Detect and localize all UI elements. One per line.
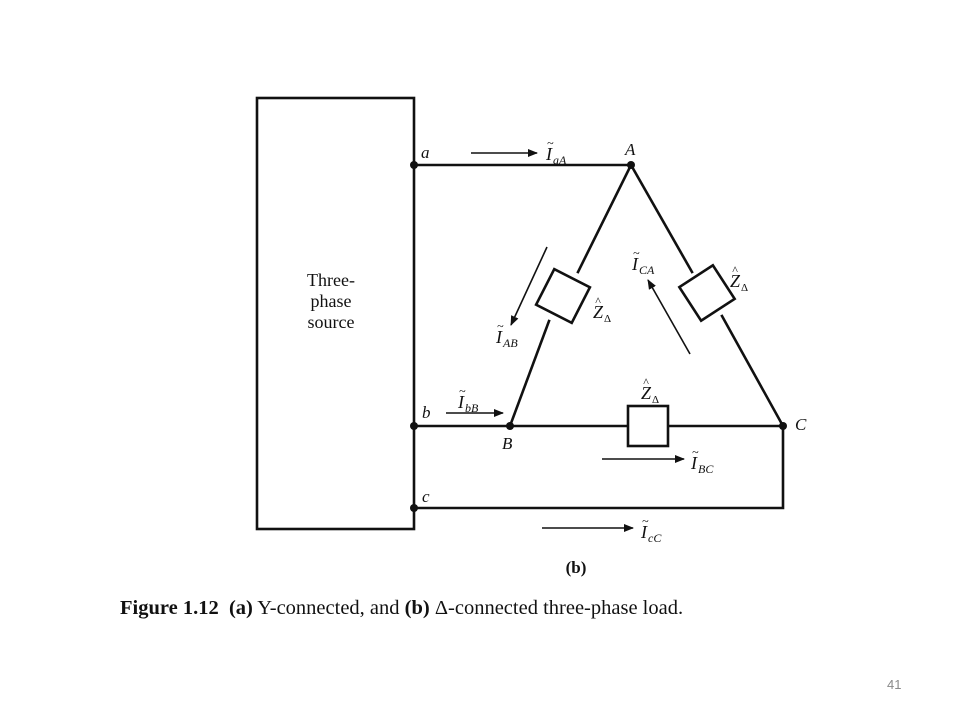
current-label-I-bB: ~IbB [457, 384, 479, 415]
node-label-C: C [795, 415, 807, 434]
branch-AB-wire-lower [508, 319, 551, 428]
impedance-symbol: Z [641, 383, 652, 403]
terminal-dot-a [410, 161, 418, 169]
caption-part-a-text: Y-connected, and [252, 597, 405, 619]
figure-caption: Figure 1.12 (a) Y-connected, and (b) Δ-c… [120, 597, 683, 620]
impedance-box-BC [626, 404, 670, 448]
node-dot-C [779, 422, 787, 430]
tilde-mark: ~ [547, 136, 554, 150]
branch-CA-wire-lower [720, 314, 785, 428]
current-symbol: I [690, 453, 698, 473]
source-label-line-1: Three- [307, 270, 355, 290]
node-dot-B [506, 422, 514, 430]
current-label-I-AB: ~IAB [495, 319, 518, 350]
node-label-A: A [624, 140, 636, 159]
tilde-mark: ~ [497, 319, 504, 333]
current-subscript: BC [698, 462, 714, 476]
current-label-I-CA: ~ICA [631, 246, 655, 277]
arrow-I-CA [647, 279, 691, 355]
current-symbol: I [457, 392, 465, 412]
impedance-box-AB [534, 267, 592, 325]
current-symbol: I [640, 522, 648, 542]
impedance-subscript: Δ [652, 394, 659, 406]
branch-AB-wire-upper [576, 163, 633, 274]
terminal-dot-c [410, 504, 418, 512]
wire-cC [412, 424, 785, 510]
impedance-subscript: Δ [741, 282, 748, 294]
impedance-label-CA: ^ZΔ [730, 263, 748, 294]
source-label-line-2: phase [311, 291, 352, 311]
current-subscript: AB [502, 336, 518, 350]
three-phase-source-block [255, 96, 416, 531]
caption-figure-number: Figure 1.12 [120, 597, 219, 619]
current-symbol: I [495, 327, 503, 347]
caption-part-b-tag: (b) [404, 597, 430, 619]
hat-mark: ^ [732, 263, 738, 277]
impedance-label-AB: ^ZΔ [593, 294, 611, 325]
caption-part-a-tag: (a) [228, 597, 253, 619]
current-subscript: cC [648, 531, 662, 545]
impedance-subscript: Δ [604, 313, 611, 325]
terminal-label-c: c [422, 487, 430, 506]
current-label-I-BC: ~IBC [690, 445, 714, 476]
tilde-mark: ~ [459, 384, 466, 398]
current-label-I-cC: ~IcC [640, 514, 662, 545]
impedance-symbol: Z [593, 302, 604, 322]
subfigure-label: (b) [566, 558, 587, 577]
current-symbol: I [545, 144, 553, 164]
terminal-dot-b [410, 422, 418, 430]
impedance-box-CA [677, 263, 737, 323]
impedance-symbol: Z [730, 271, 741, 291]
current-subscript: aA [553, 153, 567, 167]
terminal-label-b: b [422, 403, 431, 422]
hat-mark: ^ [595, 294, 601, 308]
caption-part-b-text: Δ-connected three-phase load. [429, 597, 684, 619]
arrow-I-AB [510, 246, 548, 326]
hat-mark: ^ [643, 375, 649, 389]
slide-page-number: 41 [887, 677, 902, 692]
current-label-I-aA: ~IaA [545, 136, 567, 167]
tilde-mark: ~ [642, 514, 649, 528]
current-subscript: CA [639, 263, 655, 277]
current-symbol: I [631, 254, 639, 274]
tilde-mark: ~ [692, 445, 699, 459]
branch-CA-wire-upper [629, 163, 694, 274]
source-label-line-3: source [308, 312, 355, 332]
terminal-label-a: a [421, 143, 430, 162]
node-label-B: B [502, 434, 513, 453]
current-subscript: bB [465, 401, 479, 415]
tilde-mark: ~ [633, 246, 640, 260]
node-dot-A [627, 161, 635, 169]
impedance-label-BC: ^ZΔ [641, 375, 659, 406]
